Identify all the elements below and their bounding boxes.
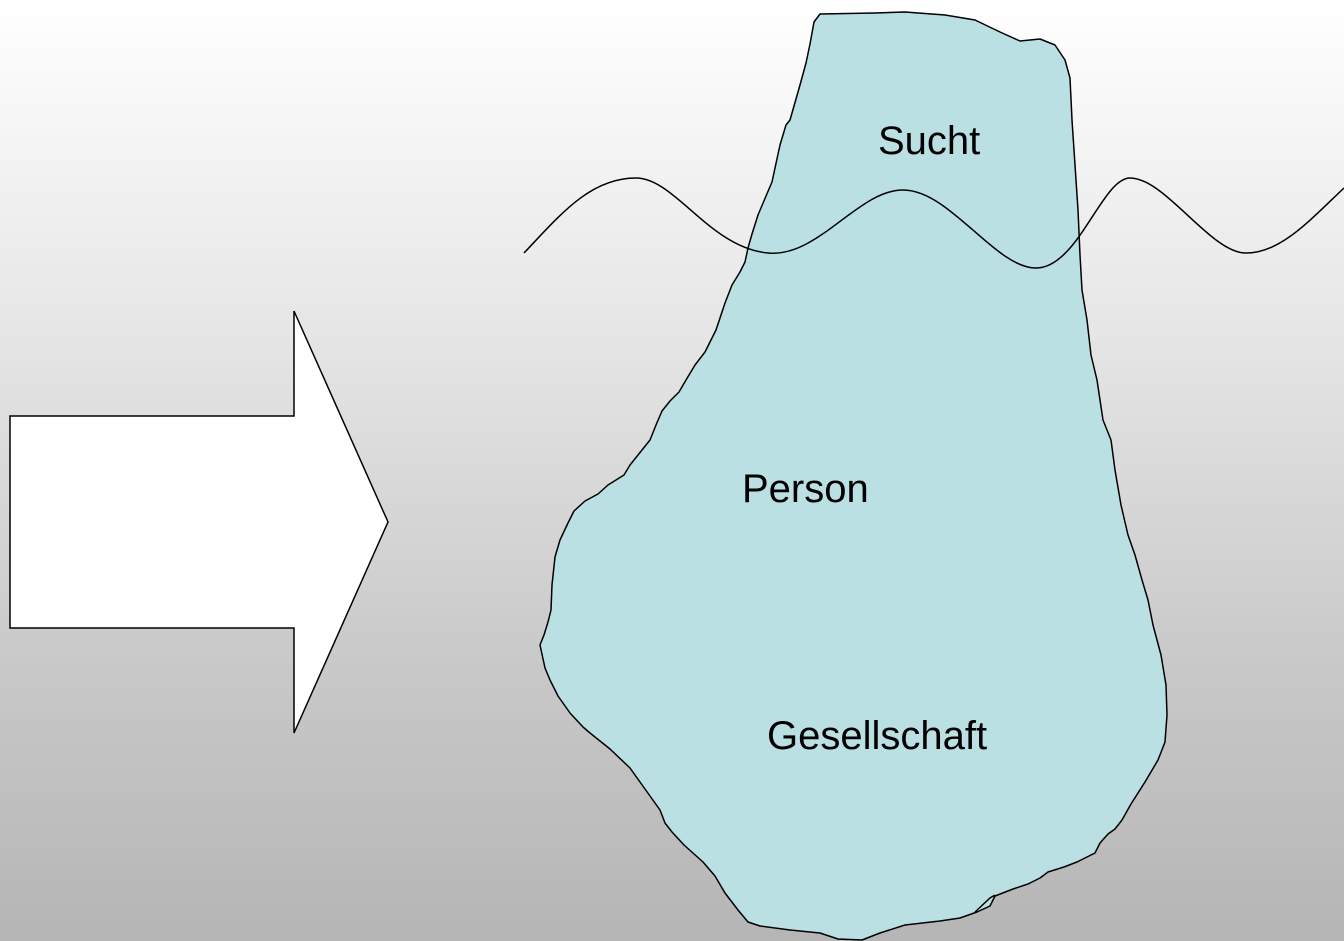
- iceberg-crack: [974, 894, 996, 913]
- iceberg-shape: [539, 11, 1168, 941]
- label-person: Person: [742, 467, 869, 511]
- right-arrow-icon: [9, 310, 389, 734]
- label-sucht: Sucht: [878, 119, 980, 163]
- label-gesellschaft: Gesellschaft: [767, 714, 987, 758]
- water-wave-line: [523, 177, 1344, 269]
